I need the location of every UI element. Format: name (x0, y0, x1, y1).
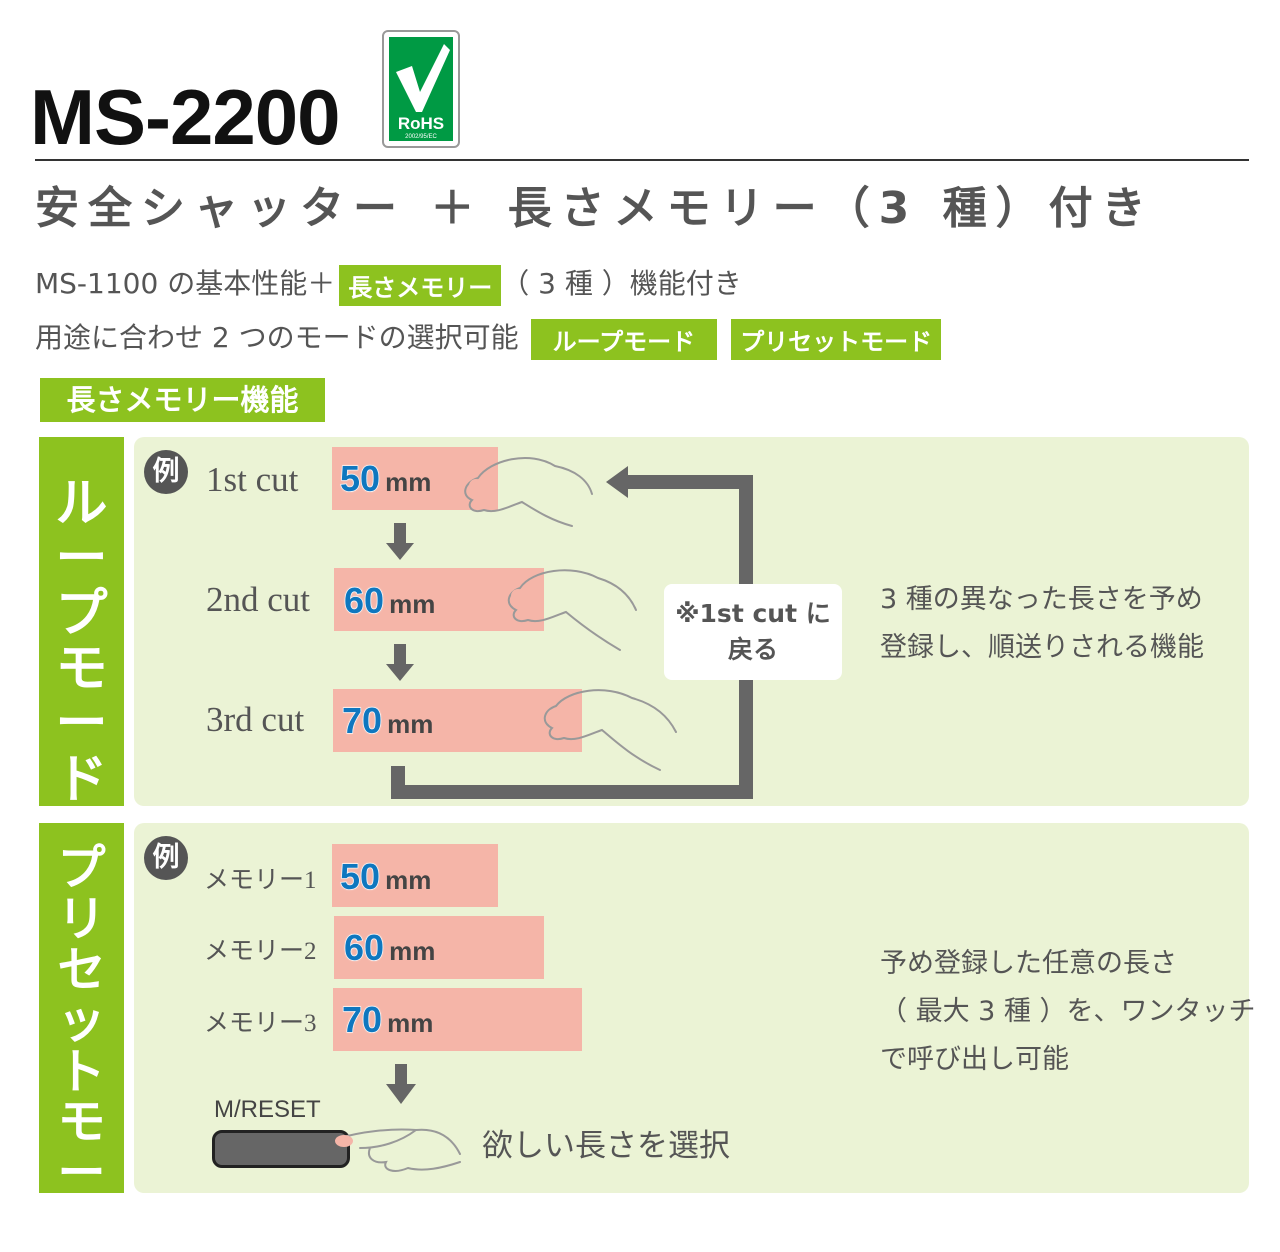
loop-mode-tag: ループモード (530, 318, 718, 360)
preset-value-3: 70 mm (341, 998, 434, 1040)
memory-tag: 長さメモリー (339, 264, 502, 306)
loop-bar-3 (333, 689, 582, 752)
loop-example-badge: 例 (144, 450, 188, 494)
check-icon: RoHS 2002/95/EC (382, 30, 460, 148)
preset-desc-line3: で呼び出し可能 (880, 1044, 1069, 1075)
preset-row-label-2: メモリー2 (204, 938, 317, 965)
preset-bar-1 (332, 844, 498, 907)
preset-desc-line2: （ 最大 3 種 ）を、ワンタッチ (880, 996, 1256, 1027)
preset-bar-3 (333, 988, 582, 1051)
hand-icon (469, 479, 561, 723)
rohs-code: 2002/95/EC (405, 134, 437, 140)
intro-line2-text: 用途に合わせ 2 つのモードの選択可能 (35, 321, 519, 354)
loop-row-label-3: 3rd cut (206, 700, 305, 739)
preset-mode-title: プリセットモード (57, 840, 106, 1252)
reset-label: M/RESET (214, 1096, 321, 1123)
return-note: ※1st cut に 戻る (664, 584, 842, 680)
subtitle: 安全シャッター ＋ 長さメモリー（3 種）付き (35, 183, 1155, 234)
intro-line-2: 用途に合わせ 2 つのモードの選択可能ループモードプリセットモード (35, 316, 942, 360)
down-arrow-icon (386, 1064, 416, 1104)
pointing-hand-icon (335, 1128, 461, 1172)
preset-mode-tag: プリセットモード (731, 318, 942, 360)
preset-value-2: 60 mm (343, 926, 436, 968)
loop-row-label-1: 1st cut (206, 460, 299, 499)
loop-arrow-icon (386, 457, 753, 799)
loop-value-1: 50 mm (339, 457, 432, 499)
intro-line1-prefix: MS-1100 の基本性能＋ (35, 267, 336, 300)
preset-bar-2 (334, 916, 544, 979)
preset-example-badge: 例 (144, 836, 188, 880)
preset-description: 予め登録した任意の長さ （ 最大 3 種 ）を、ワンタッチ で呼び出し可能 (880, 940, 1256, 1084)
loop-mode-title: ループモード (55, 474, 108, 810)
return-note-line2: 戻る (727, 635, 778, 664)
preset-row-label-3: メモリー3 (204, 1010, 317, 1037)
rohs-badge: RoHS 2002/95/EC (382, 30, 460, 148)
loop-desc-line2: 登録し、順送りされる機能 (880, 632, 1204, 663)
return-note-line1: ※1st cut に (675, 599, 831, 628)
intro-line-1: MS-1100 の基本性能＋長さメモリー（ 3 種 ）機能付き (35, 262, 742, 306)
select-text: 欲しい長さを選択 (482, 1128, 730, 1164)
preset-row-label-1: メモリー1 (204, 867, 317, 894)
loop-mode-bar: ループモード (39, 437, 124, 810)
loop-desc-line1: 3 種の異なった長さを予め (880, 584, 1203, 615)
intro-line1-suffix: （ 3 種 ）機能付き (501, 267, 742, 300)
preset-desc-line1: 予め登録した任意の長さ (880, 948, 1177, 979)
rohs-label: RoHS (398, 114, 444, 133)
loop-value-3: 70 mm (341, 699, 434, 741)
m-reset-button[interactable] (212, 1130, 350, 1168)
page-title: MS-2200 (30, 73, 340, 161)
loop-row-label-2: 2nd cut (206, 580, 311, 619)
header-rule (35, 159, 1249, 161)
loop-value-2: 60 mm (343, 579, 436, 621)
section-tag: 長さメモリー機能 (40, 378, 325, 422)
preset-value-1: 50 mm (339, 855, 432, 897)
preset-mode-bar: プリセットモード (39, 823, 124, 1250)
loop-description: 3 種の異なった長さを予め 登録し、順送りされる機能 (880, 576, 1204, 672)
